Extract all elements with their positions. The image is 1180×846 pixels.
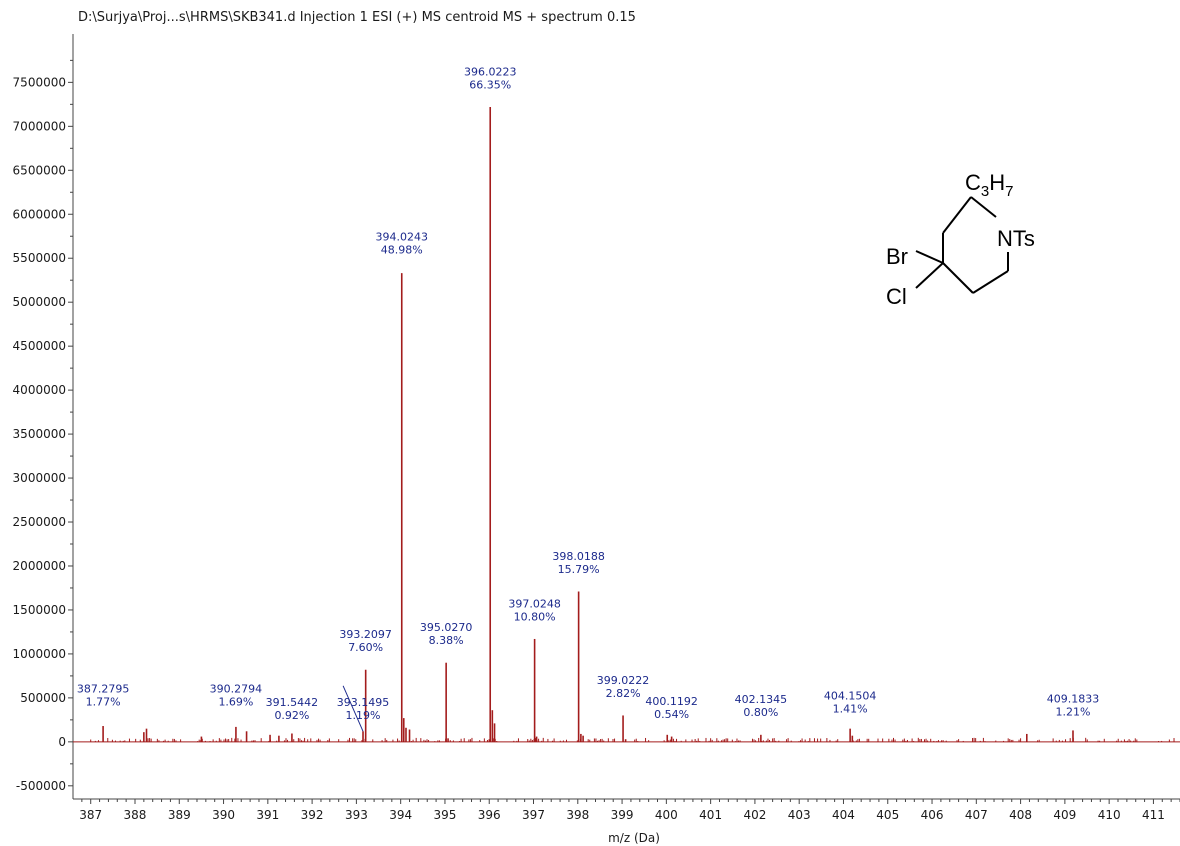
peak-leader-line (342, 685, 364, 732)
peak-percent-label: 2.82% (606, 687, 641, 700)
peak-mz-label: 393.1495 (337, 696, 390, 709)
c3h7-label: C3H7 (965, 170, 1013, 200)
peaks (102, 106, 1074, 742)
x-tick-label: 387 (79, 808, 102, 822)
x-tick-label: 404 (832, 808, 855, 822)
peak-mz-label: 387.2795 (77, 683, 130, 696)
y-tick-label: 6500000 (13, 163, 66, 177)
peak-mz-label: 397.0248 (508, 597, 561, 610)
x-tick-label: 409 (1053, 808, 1076, 822)
peak-mz-label: 390.2794 (210, 683, 263, 696)
y-tick-label: 4000000 (13, 383, 66, 397)
peak-mz-label: 404.1504 (824, 690, 877, 703)
x-tick-label: 393 (345, 808, 368, 822)
y-tick-label: 4500000 (13, 339, 66, 353)
peak-mz-label: 402.1345 (735, 693, 788, 706)
x-tick-label: 397 (522, 808, 545, 822)
peak-percent-label: 15.79% (558, 563, 600, 576)
peak-percent-label: 1.77% (86, 696, 121, 709)
x-tick-label: 408 (1009, 808, 1032, 822)
y-tick-label: 500000 (20, 691, 66, 705)
y-tick-label: 5000000 (13, 295, 66, 309)
peak-mz-label: 391.5442 (266, 696, 319, 709)
x-axis-label: m/z (Da) (608, 831, 660, 845)
y-tick-label: -500000 (16, 779, 66, 793)
br-label: Br (886, 244, 908, 269)
x-tick-label: 402 (743, 808, 766, 822)
chart-title: D:\Surjya\Proj...s\HRMS\SKB341.d Injecti… (78, 10, 636, 25)
x-tick-label: 399 (611, 808, 634, 822)
peak-percent-label: 1.21% (1056, 705, 1091, 718)
peak-percent-label: 8.38% (429, 634, 464, 647)
x-tick-label: 389 (168, 808, 191, 822)
peak-percent-label: 0.80% (743, 706, 778, 719)
y-tick-label: 1500000 (13, 603, 66, 617)
peak-mz-label: 394.0243 (375, 231, 428, 244)
peak-percent-label: 48.98% (381, 244, 423, 257)
peak-mz-label: 396.0223 (464, 65, 517, 78)
x-tick-label: 398 (566, 808, 589, 822)
y-tick-label: 3500000 (13, 427, 66, 441)
x-tick-label: 395 (433, 808, 456, 822)
x-tick-label: 394 (389, 808, 412, 822)
peak-mz-label: 395.0270 (420, 621, 473, 634)
cl-label: Cl (886, 284, 907, 309)
axes: -500000 0 500000 1000000 1500000 2000000 25000… (13, 34, 1180, 822)
x-tick-label: 407 (965, 808, 988, 822)
peak-mz-label: 409.1833 (1047, 692, 1100, 705)
y-tick-label: 7500000 (13, 75, 66, 89)
peak-percent-label: 1.19% (346, 709, 381, 722)
x-tick-label: 396 (478, 808, 501, 822)
x-tick-label: 388 (124, 808, 147, 822)
peak-percent-label: 0.54% (654, 708, 689, 721)
peak-percent-label: 1.41% (833, 703, 868, 716)
x-tick-label: 406 (921, 808, 944, 822)
peak-mz-label: 398.0188 (552, 550, 605, 563)
y-tick-label: 5500000 (13, 251, 66, 265)
peak-percent-label: 1.69% (218, 696, 253, 709)
peak-mz-label: 400.1192 (645, 695, 698, 708)
peak-mz-label: 393.2097 (339, 628, 392, 641)
y-tick-label: 3000000 (13, 471, 66, 485)
peak-percent-label: 66.35% (469, 78, 511, 91)
x-tick-label: 410 (1098, 808, 1121, 822)
peak-mz-label: 399.0222 (597, 674, 650, 687)
x-tick-label: 392 (301, 808, 324, 822)
peak-percent-label: 10.80% (514, 610, 556, 623)
x-tick-label: 405 (876, 808, 899, 822)
y-tick-label: 2000000 (13, 559, 66, 573)
x-tick-label: 411 (1142, 808, 1165, 822)
x-tick-label: 403 (788, 808, 811, 822)
peak-percent-label: 0.92% (274, 709, 309, 722)
x-tick-label: 400 (655, 808, 678, 822)
x-tick-label: 390 (212, 808, 235, 822)
y-tick-label: 2500000 (13, 515, 66, 529)
molecule-structure (915, 196, 1009, 294)
ntx-label: NTs (997, 226, 1035, 251)
y-tick-label: 1000000 (13, 647, 66, 661)
x-tick-label: 401 (699, 808, 722, 822)
y-tick-label: 7000000 (13, 119, 66, 133)
x-tick-label: 391 (256, 808, 279, 822)
molecule-labels: C3H7 NTs Br Cl (886, 170, 1035, 309)
y-tick-label: 6000000 (13, 207, 66, 221)
noise-peaks (90, 737, 1175, 742)
y-tick-label: 0 (58, 735, 66, 749)
peak-percent-label: 7.60% (348, 641, 383, 654)
